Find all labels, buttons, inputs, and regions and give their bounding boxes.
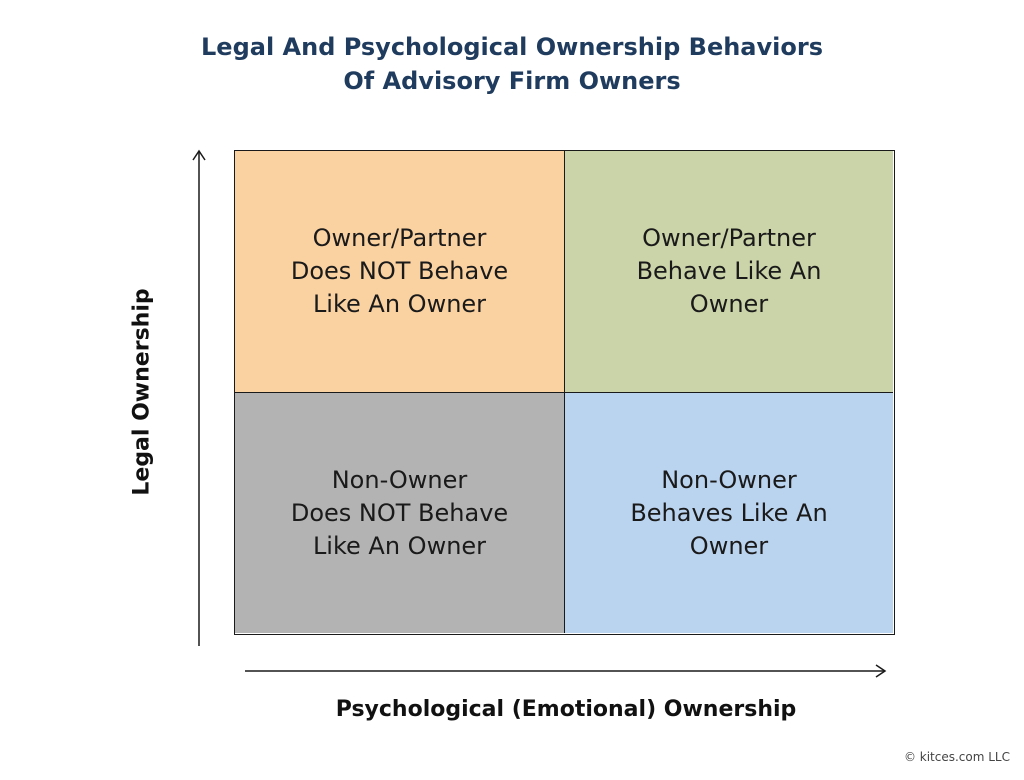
quadrant-text-line: Does NOT Behave <box>290 498 509 527</box>
quadrant-bottom-left: Non-Owner Does NOT Behave Like An Owner <box>235 393 565 633</box>
quadrant-text-line: Non-Owner <box>661 465 797 494</box>
quadrant-text-line: Behaves Like An <box>630 498 828 527</box>
quadrant-bottom-right: Non-Owner Behaves Like An Owner <box>565 393 893 633</box>
quadrant-text-line: Owner/Partner <box>312 224 487 252</box>
x-axis-arrow <box>245 664 887 678</box>
quadrant-bottom-right-text: Non-Owner Behaves Like An Owner <box>630 464 827 563</box>
quadrant-text-line: Behave Like An <box>636 257 822 285</box>
quadrant-grid: Owner/Partner Does NOT Behave Like An Ow… <box>234 150 895 635</box>
x-axis-label: Psychological (Emotional) Ownership <box>335 697 797 722</box>
quadrant-top-left: Owner/Partner Does NOT Behave Like An Ow… <box>235 151 565 393</box>
y-axis-label: Legal Ownership <box>129 288 155 496</box>
quadrant-top-right: Owner/Partner Behave Like An Owner <box>565 151 893 393</box>
quadrant-text-line: Owner <box>689 531 769 560</box>
quadrant-top-left-text: Owner/Partner Does NOT Behave Like An Ow… <box>291 222 508 321</box>
quadrant-bottom-left-text: Non-Owner Does NOT Behave Like An Owner <box>291 464 508 563</box>
copyright-notice: © kitces.com LLC <box>903 750 1010 764</box>
quadrant-text-line: Like An Owner <box>312 531 487 560</box>
y-axis-arrow <box>192 149 206 646</box>
quadrant-text-line: Non-Owner <box>331 465 468 494</box>
title-line-1: Legal And Psychological Ownership Behavi… <box>201 33 823 61</box>
quadrant-top-right-text: Owner/Partner Behave Like An Owner <box>637 222 822 321</box>
title-line-2: Of Advisory Firm Owners <box>343 67 681 95</box>
quadrant-text-line: Like An Owner <box>312 290 487 318</box>
quadrant-text-line: Owner/Partner <box>642 224 816 252</box>
quadrant-text-line: Owner <box>689 290 769 318</box>
diagram-title: Legal And Psychological Ownership Behavi… <box>0 30 1024 98</box>
quadrant-text-line: Does NOT Behave <box>290 257 509 285</box>
